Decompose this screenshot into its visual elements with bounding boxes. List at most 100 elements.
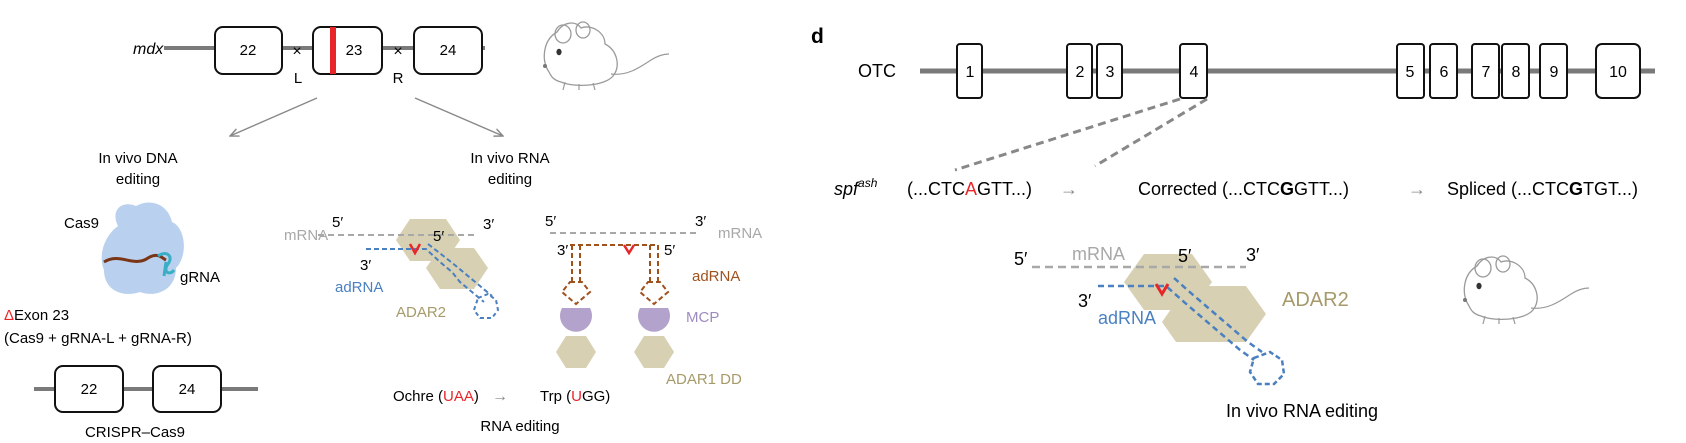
grna-label: gRNA [180,269,220,286]
adrna-right-hairpin [1248,350,1286,386]
otc-exon-7-label: 7 [1482,64,1491,81]
panel-letter-d: d [811,25,824,48]
edited-exon-24 [152,365,222,413]
ochre-codon: UAA [443,388,474,405]
otc-exon-9-label: 9 [1550,64,1559,81]
seq-orig-mut: A [965,179,977,199]
mdx-exon-24-label: 24 [440,42,457,59]
corrected-to-spliced-arrow: → [1408,179,1426,199]
corrected-prefix: Corrected (...CTC [1138,179,1280,199]
mcp-shape-1 [560,308,592,332]
trp-red-base: U [571,388,582,405]
adar1-shape-1 [556,336,596,368]
crispr-label: CRISPR–Cas9 [85,424,185,441]
delta-symbol: Δ [4,307,14,324]
delta-exon-label: ΔExon 23 [4,307,69,324]
otc-exon-5-label: 5 [1406,64,1415,81]
mdx-exon-22-label: 22 [240,42,257,59]
left-panel: mdx 22 23 24 × × L R In vivo DNA editing… [4,21,762,441]
otc-exon-6 [1429,43,1458,99]
spf-sup: ash [858,176,878,190]
rna-branch-arrow [414,97,503,136]
mrna-2-5prime: 5′ [545,213,556,230]
ochre-suffix: ) [474,388,479,405]
mrna-right-3prime: 3′ [1246,245,1260,265]
spf-sequence: (...CTCAGTT...) [907,179,1032,199]
spliced-suffix: TGT...) [1583,179,1638,199]
zoom-line-right [1094,97,1208,168]
mrna-2-3prime: 3′ [695,213,706,230]
adrna-1-3prime: 3′ [360,257,371,274]
rna-branch-title-1: In vivo RNA [470,150,549,167]
otc-exon-2-label: 2 [1076,64,1085,81]
cas9-label: Cas9 [64,215,99,232]
mdx-exon-22 [214,26,283,75]
corrected-suffix: GTT...) [1294,179,1349,199]
adar2-1-label: ADAR2 [396,304,446,321]
rna-editing-label: RNA editing [480,418,559,435]
seq-orig-suffix: GTT...) [977,179,1032,199]
edited-exon-24-label: 24 [179,381,196,398]
otc-exon-3 [1096,43,1123,99]
adar1-dd-label: ADAR1 DD [666,371,742,388]
edited-exon-22-label: 22 [81,381,98,398]
adrna-2-label: adRNA [692,268,740,285]
otc-exon-1 [956,43,983,99]
ochre-codon-label: Ochre (UAA) [393,388,479,405]
delta-exon-text: Exon 23 [14,307,69,324]
otc-exon-9 [1539,43,1568,99]
mdx-gene-label: mdx [133,41,164,58]
adrna-right-3prime: 3′ [1078,291,1092,311]
adrna-1-strand [366,248,485,303]
otc-gene-label: OTC [858,61,896,81]
spf-ash-label: spfash [834,176,878,199]
spliced-base: G [1569,179,1583,199]
adrna-right-strand-b [1173,277,1263,354]
orig-to-corrected-arrow: → [1060,179,1078,199]
mrna-1-5prime: 5′ [332,214,343,231]
trp-prefix: Trp ( [540,388,571,405]
mdx-exon-23-label: 23 [346,42,363,59]
cut-site-r-icon: × [393,43,402,60]
corrected-sequence: Corrected (...CTCGGTT...) [1138,179,1349,199]
adrna-1-hairpin [472,292,500,319]
dna-branch-title-2: editing [116,171,160,188]
cas9-complex-icon [101,202,184,294]
otc-exon-1-label: 1 [966,64,975,81]
adrna-1-label: adRNA [335,279,383,296]
adrna-2-3prime: 3′ [557,242,568,259]
otc-exon-4-label: 4 [1190,64,1199,81]
zoom-line-left [954,97,1181,172]
right-caption: In vivo RNA editing [1226,401,1378,421]
edited-exon-22 [54,365,124,413]
ochre-to-trp-arrow: → [492,388,508,405]
adar2-right-label: ADAR2 [1282,289,1349,311]
otc-exon-2 [1066,43,1093,99]
adrna-right-strand [1098,284,1255,362]
dna-branch-title-1: In vivo DNA [98,150,177,167]
ochre-prefix: Ochre ( [393,388,443,405]
rna-branch-title-2: editing [488,171,532,188]
mcp-label: MCP [686,309,719,326]
adrna-1-5prime: 5′ [433,228,444,245]
trp-rest: GG) [582,388,610,405]
mrna-1-3prime: 3′ [483,216,494,233]
otc-exon-3-label: 3 [1106,64,1115,81]
edit-site-2-icon [622,244,636,256]
right-panel: d OTC 1 2 3 4 5 6 7 8 9 10 spfash (...CT… [811,25,1655,421]
adrna-1-strand-b [427,243,493,297]
spliced-sequence: Spliced (...CTCGTGT...) [1447,179,1638,199]
otc-exon-7 [1471,43,1500,99]
otc-exon-10 [1595,43,1641,99]
mouse-icon-right [1462,255,1590,325]
corrected-base: G [1280,179,1294,199]
seq-orig-prefix: (...CTC [907,179,965,199]
otc-exon-10-label: 10 [1609,64,1627,81]
adrna-right-5prime: 5′ [1178,246,1192,266]
edit-site-1-icon [408,243,422,256]
otc-exon-4 [1179,43,1208,99]
dna-branch-arrow [230,97,318,136]
spf-base: spf [834,179,860,199]
mrna-right-label: mRNA [1072,244,1125,264]
